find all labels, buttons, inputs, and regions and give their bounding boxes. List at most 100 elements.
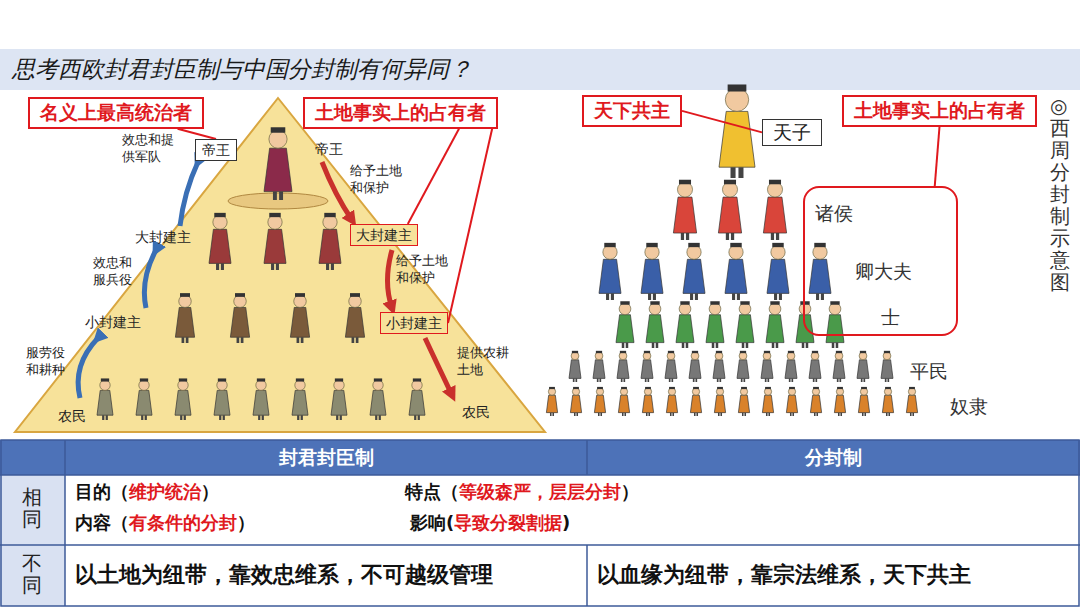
- leader-line: [408, 129, 459, 224]
- figure: [673, 180, 696, 240]
- figure: [175, 293, 194, 343]
- loyalty-arrow: [144, 250, 156, 308]
- figure: [569, 351, 581, 382]
- table-cell: ）: [237, 512, 255, 535]
- rank-label: 大封建主: [135, 229, 191, 247]
- row-header: 相同: [22, 486, 42, 530]
- table-cell: 等级森严，层层分封: [459, 481, 621, 504]
- callout-box: 土地事实上的占有者: [303, 97, 498, 129]
- figure: [370, 378, 386, 420]
- figure: [796, 301, 814, 348]
- figure: [666, 387, 677, 416]
- rank-box: 帝王: [195, 139, 237, 161]
- figure: [676, 301, 694, 348]
- figure: [714, 387, 725, 416]
- figure: [858, 387, 869, 416]
- figure: [209, 213, 231, 270]
- rank-label: 农民: [462, 404, 490, 422]
- figure: [290, 293, 309, 343]
- node-text: 名义上最高统治者: [40, 101, 192, 125]
- table-cell: ）: [201, 481, 219, 504]
- grant-arrow: [388, 250, 393, 308]
- table-cell: ）: [621, 481, 639, 504]
- figure: [230, 293, 249, 343]
- node-text: 卿大夫: [855, 260, 912, 283]
- table-cell: ): [562, 512, 570, 535]
- grant-arrow: [425, 338, 452, 395]
- figure: [593, 351, 605, 382]
- figure: [713, 351, 725, 382]
- arrow-label: 服劳役和耕种: [26, 345, 67, 379]
- figure: [762, 387, 773, 416]
- node-text: 土地事实上的占有者: [854, 99, 1025, 123]
- rank-box: 小封建主: [380, 312, 448, 334]
- title: 思考西欧封君封臣制与中国分封制有何异同？: [12, 54, 472, 85]
- figure: [594, 387, 605, 416]
- table-cell: 导致分裂割据: [454, 512, 562, 535]
- figure: [641, 243, 663, 300]
- figure: [736, 301, 754, 348]
- rank-box: 天子: [762, 119, 822, 146]
- node-text: 诸侯: [815, 202, 853, 225]
- node-text: 天子: [773, 120, 811, 145]
- loyalty-arrow: [180, 162, 198, 226]
- figure: [642, 387, 653, 416]
- table-cell: 内容（: [75, 512, 129, 535]
- leader-line: [448, 129, 492, 323]
- arrow-label: 给予土地和保护: [350, 163, 404, 197]
- figure: [857, 351, 869, 382]
- figure: [570, 387, 581, 416]
- leader-line: [682, 111, 762, 132]
- figure: [763, 180, 786, 240]
- node-text: 小封建主: [386, 314, 442, 332]
- table-cell: 目的（: [75, 481, 129, 504]
- table-cell: 以土地为纽带，靠效忠维系，不可越级管理: [75, 561, 493, 589]
- callout-box: 名义上最高统治者: [28, 97, 204, 129]
- leader-line: [178, 129, 216, 139]
- figure: [617, 351, 629, 382]
- figure: [214, 378, 230, 420]
- grant-arrow: [322, 162, 352, 220]
- figure: [719, 84, 755, 178]
- figure: [253, 378, 269, 420]
- figure: [785, 351, 797, 382]
- figure: [136, 378, 152, 420]
- figure: [881, 351, 893, 382]
- table-cell: 以血缘为纽带，靠宗法维系，天下共主: [597, 561, 971, 589]
- node-text: 帝王: [202, 141, 230, 159]
- figure: [737, 351, 749, 382]
- callout-box: 天下共主: [582, 95, 682, 127]
- figure: [641, 351, 653, 382]
- figures: [97, 84, 918, 420]
- rank-label: 帝王: [315, 141, 343, 159]
- figure: [546, 387, 557, 416]
- figure: [97, 378, 113, 420]
- node-text: 天下共主: [594, 99, 670, 123]
- figure: [175, 378, 191, 420]
- table-cell: 特点（: [405, 481, 459, 504]
- figure: [689, 351, 701, 382]
- figure: [786, 387, 797, 416]
- figure: [767, 243, 789, 300]
- figure: [331, 378, 347, 420]
- table-cell: 有条件的分封: [129, 512, 237, 535]
- figure: [809, 351, 821, 382]
- leader-line: [935, 127, 940, 186]
- rank-label: 农民: [58, 408, 86, 426]
- rank-label: 奴隶: [950, 395, 988, 419]
- rank-label: 平民: [910, 360, 948, 384]
- figure: [264, 213, 286, 270]
- arrow-label: 效忠和提供军队: [122, 132, 176, 166]
- figure: [319, 213, 341, 270]
- figure-caption: ◎西周分封制示意图: [1050, 95, 1070, 293]
- table-header: 分封制: [805, 446, 862, 470]
- figure: [718, 180, 741, 240]
- figure: [665, 351, 677, 382]
- table-cell: 影响(: [410, 512, 454, 535]
- rank-label: 小封建主: [85, 314, 141, 332]
- figure: [906, 387, 917, 416]
- figure: [725, 243, 747, 300]
- table: [0, 440, 1080, 606]
- group-box: 诸侯卿大夫士: [803, 186, 958, 336]
- row-header: 不同: [22, 552, 42, 596]
